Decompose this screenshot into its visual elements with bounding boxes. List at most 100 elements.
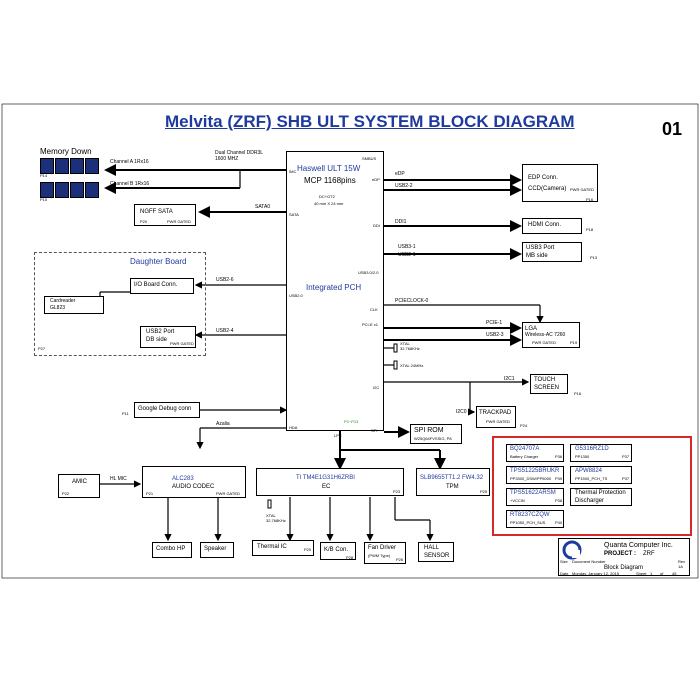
trackpad-block xyxy=(476,406,516,428)
power-4-p: P38 xyxy=(555,498,563,503)
total-value: 45 xyxy=(672,571,677,576)
tpm-block xyxy=(416,468,490,496)
ddr-freq: 1600 MHZ xyxy=(215,156,239,162)
ddr-label: Dual Channel DDR3L xyxy=(215,150,264,156)
power-4-name: TPS51622ARSM xyxy=(510,490,556,496)
hall-label2: SENSOR xyxy=(424,553,450,559)
xtal-a-label: XTAL xyxy=(400,341,410,346)
cardreader-label: Cardreader xyxy=(50,298,76,304)
usb23-label: USB2-3 xyxy=(486,332,504,338)
ec-xtal-freq: 32.768KHz xyxy=(266,518,286,523)
ngff-label: NGFF SATA xyxy=(140,209,173,215)
pin-smbus: SMBUS xyxy=(362,156,377,161)
power-3-sub: PP1500_PCH_TS xyxy=(575,476,608,481)
pin-ddi: DDI xyxy=(373,223,380,228)
amic-block xyxy=(58,474,100,498)
thermal-ic-p: P20 xyxy=(304,547,312,552)
power-block-1 xyxy=(570,444,632,462)
trackpad-p: P24 xyxy=(520,423,528,428)
power-5-name: Thermal Protection xyxy=(575,490,626,496)
pin-hda: HDA xyxy=(289,425,298,430)
wlan-name: LGA xyxy=(525,326,538,332)
trackpad-label: TRACKPAD xyxy=(479,410,512,416)
speaker-block xyxy=(200,542,234,558)
edp-pwr: PWR GATED xyxy=(570,187,594,192)
sata0-label: SATA0 xyxy=(255,204,271,210)
ngff-p: P20 xyxy=(140,219,148,224)
pin-usb3: USB3.0/2.0 xyxy=(358,270,379,275)
ec-block xyxy=(256,468,404,496)
cpu-pins: MCP 1168pins xyxy=(304,176,356,185)
debug-p: P11 xyxy=(122,411,129,416)
of-label: of xyxy=(660,571,664,576)
hl-mic-label: HL MIC xyxy=(110,476,127,482)
xtal-b-label: XTAL 24MHz xyxy=(400,363,424,368)
pcieclock-label: PCIECLOCK-0 xyxy=(395,298,429,304)
power-1-p: P37 xyxy=(622,454,630,459)
pin-spi: SPI xyxy=(371,428,378,433)
i2c1-label: I2C1 xyxy=(504,376,515,382)
usb3-port-label: USB3 Port xyxy=(526,245,555,251)
usb2-side-label: DB side xyxy=(146,337,168,343)
touch-label2: SCREEN xyxy=(534,385,560,391)
power-6-name: RT8237CZQW xyxy=(510,512,550,518)
azalia-label: Azalia xyxy=(216,421,230,427)
usb24-label: USB2-4 xyxy=(216,328,234,334)
date-value: Monday, January 12, 2015 xyxy=(572,571,620,576)
cpu-pages: P2~P13 xyxy=(344,419,359,424)
power-6-p: P40 xyxy=(555,520,563,525)
power-2-p: P39 xyxy=(555,476,563,481)
power-0-p: P36 xyxy=(555,454,563,459)
doc-number-label: Document Number xyxy=(572,559,606,564)
cpu-size: 40 mm X 24 mm xyxy=(314,201,344,206)
combo-hp-block xyxy=(152,542,192,558)
date-label: Date xyxy=(560,571,569,576)
pin-i2c: I2C xyxy=(373,385,380,390)
amic-p: P22 xyxy=(62,491,70,496)
tpm-label: TPM xyxy=(446,484,459,490)
memory-p14: P14 xyxy=(40,173,48,178)
channel-a-label: Channel A 1Rx16 xyxy=(110,159,149,165)
hdmi-p: P18 xyxy=(586,227,594,232)
usb2-db-pwr: PWR GATED xyxy=(170,341,194,346)
quanta-logo-icon xyxy=(562,540,582,560)
ec-label: EC xyxy=(322,484,331,490)
spi-rom-sub: W25Q64FVSSIG, P8 xyxy=(414,436,452,441)
ec-xtal: XTAL xyxy=(266,513,276,518)
codec-sub: AUDIO CODEC xyxy=(172,484,215,490)
audio-codec-block xyxy=(142,466,246,498)
power-5-sub: Discharger xyxy=(575,498,605,504)
sheet-label: Sheet xyxy=(636,571,647,576)
fan-label: Fan Driver xyxy=(368,545,397,551)
edp-bus-label: eDP xyxy=(395,171,405,177)
project-label: PROJECT : xyxy=(604,551,637,557)
power-block-5 xyxy=(570,488,632,506)
pin-clk: CLK xyxy=(370,307,378,312)
touch-p: P16 xyxy=(574,391,582,396)
power-block-4 xyxy=(506,488,564,506)
usb3-side-label: MB side xyxy=(526,253,548,259)
debug-label: Google Debug conn xyxy=(138,406,192,412)
pin-lpc: LPC xyxy=(334,433,342,438)
project-value: ZRF xyxy=(643,551,655,557)
hdmi-label: HDMI Conn. xyxy=(528,222,562,228)
combo-hp-label: Combo HP xyxy=(156,546,186,552)
power-2-sub: PP3300_DSW/PP5000 xyxy=(510,476,552,481)
ngff-sata-block xyxy=(134,204,196,226)
size-label: Size xyxy=(560,559,568,564)
i2c0-label: I2C0 xyxy=(456,409,467,415)
usb2-port-db-block xyxy=(140,326,196,348)
usb2-port-label: USB2 Port xyxy=(146,329,175,335)
ec-chip: TI TM4E1G31H6ZRBI xyxy=(296,475,355,481)
power-block-2 xyxy=(506,466,564,484)
codec-pwr: PWR GATED xyxy=(216,491,240,496)
power-6-sub: PP1050_PCH_SUS xyxy=(510,520,546,525)
power-0-sub: Battery Charger xyxy=(510,454,539,459)
pin-usb20: USB2.0 xyxy=(289,293,303,298)
wlan-model: Wireless-AC 7260 xyxy=(525,332,566,338)
spi-rom-label: SPI ROM xyxy=(414,427,444,434)
rev-label: Rev xyxy=(678,559,686,564)
ngff-pwr: PWR GATED xyxy=(167,219,191,224)
